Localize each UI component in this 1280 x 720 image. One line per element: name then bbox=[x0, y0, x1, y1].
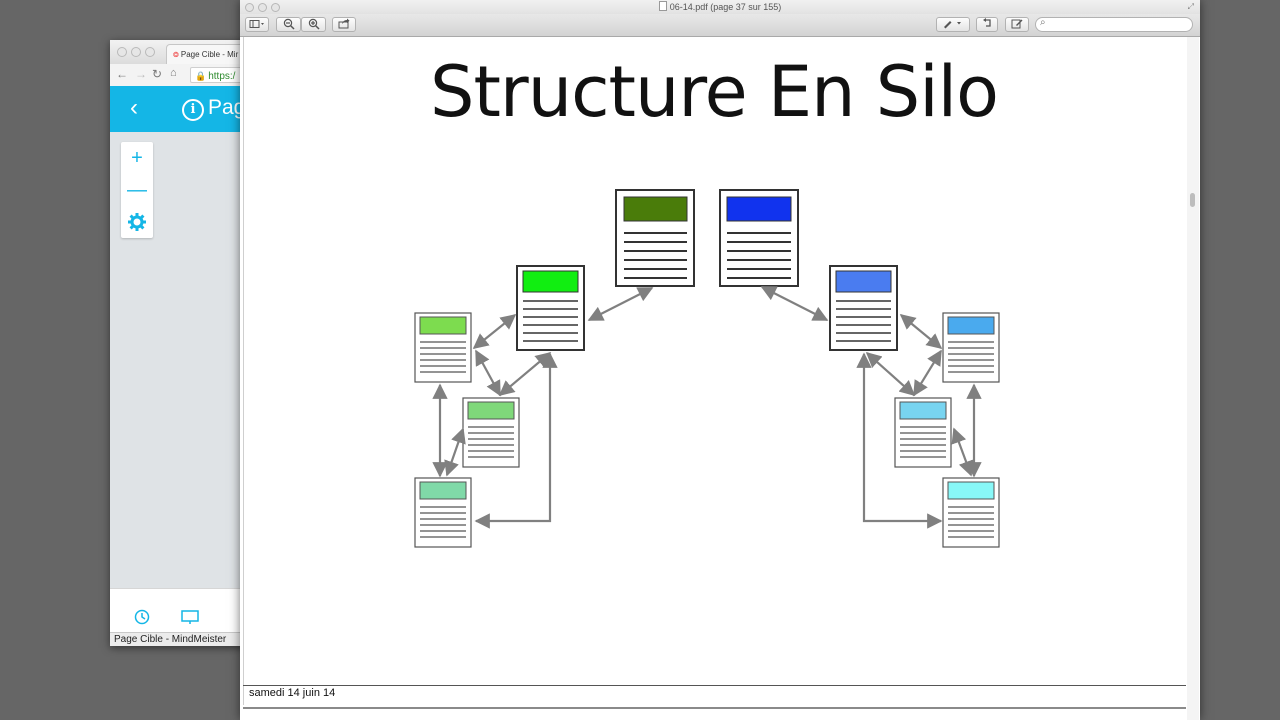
back-arrow-icon[interactable]: ← bbox=[116, 67, 128, 81]
scrollbar-thumb[interactable] bbox=[1190, 193, 1195, 207]
pdf-titlebar: 06-14.pdf (page 37 sur 155) ⤢ bbox=[240, 0, 1200, 14]
zoom-controls: + — bbox=[121, 142, 153, 238]
search-icon: ⌕ bbox=[1040, 17, 1046, 28]
info-icon[interactable]: i bbox=[182, 99, 204, 121]
rotate-icon bbox=[982, 18, 991, 27]
close-window-button[interactable] bbox=[117, 47, 127, 57]
silo-page-blue-2 bbox=[829, 265, 898, 351]
fullscreen-icon[interactable]: ⤢ bbox=[1187, 2, 1194, 11]
zoom-window-button[interactable] bbox=[145, 47, 155, 57]
browser-titlebar: ❂Page Cible - Mir bbox=[110, 40, 250, 64]
status-bar: Page Cible - MindMeister bbox=[110, 632, 250, 646]
browser-window: ❂Page Cible - Mir ← → ↻ ⌂ 🔒https:/ ‹ i P… bbox=[110, 40, 250, 646]
forward-arrow-icon[interactable]: → bbox=[135, 67, 147, 81]
pdf-page: Structure En Silo bbox=[243, 37, 1188, 705]
window-title: 06-14.pdf (page 37 sur 155) bbox=[240, 0, 1200, 14]
gear-icon[interactable] bbox=[121, 206, 153, 238]
app-header: ‹ i Page bbox=[110, 86, 250, 132]
address-bar-text: https:/ bbox=[208, 71, 236, 82]
silo-page-green-top bbox=[615, 189, 695, 287]
bottom-toolbar bbox=[110, 588, 250, 633]
rotate-button[interactable] bbox=[976, 17, 998, 32]
silo-page-blue-top bbox=[719, 189, 799, 287]
next-pdf-page bbox=[243, 707, 1186, 720]
zoom-out-icon bbox=[283, 18, 295, 30]
pen-icon bbox=[944, 21, 961, 29]
browser-tab[interactable]: ❂Page Cible - Mir bbox=[166, 44, 250, 64]
pdf-viewer-window: 06-14.pdf (page 37 sur 155) ⤢ ⌕ Struc bbox=[240, 0, 1200, 720]
minimize-window-button[interactable] bbox=[258, 3, 267, 12]
window-controls bbox=[245, 3, 280, 12]
pdf-toolbar: ⌕ bbox=[240, 14, 1200, 37]
silo-page-blue-3 bbox=[942, 312, 1000, 383]
share-icon bbox=[338, 18, 350, 29]
close-window-button[interactable] bbox=[245, 3, 254, 12]
chevron-left-icon[interactable]: ‹ bbox=[130, 94, 138, 121]
share-button[interactable] bbox=[332, 17, 356, 32]
silo-page-green-5 bbox=[414, 477, 472, 548]
vertical-scrollbar[interactable] bbox=[1187, 37, 1199, 720]
zoom-in-button[interactable]: + bbox=[131, 147, 143, 169]
silo-diagram bbox=[414, 189, 1000, 548]
slide-title: Structure En Silo bbox=[430, 51, 999, 133]
address-bar[interactable]: 🔒https:/ bbox=[190, 67, 250, 83]
lock-icon: 🔒 bbox=[195, 71, 207, 81]
edit-button[interactable] bbox=[1005, 17, 1029, 32]
edit-icon bbox=[1011, 19, 1023, 29]
home-icon[interactable]: ⌂ bbox=[170, 67, 177, 79]
silo-page-blue-5 bbox=[942, 477, 1000, 548]
zoom-in-icon bbox=[308, 18, 320, 30]
document-icon bbox=[658, 1, 667, 11]
silo-page-green-4 bbox=[462, 397, 520, 468]
history-icon[interactable] bbox=[132, 609, 152, 625]
window-title-text: 06-14.pdf (page 37 sur 155) bbox=[669, 2, 782, 12]
slide-footer-divider bbox=[243, 685, 1186, 686]
silo-page-green-3 bbox=[414, 312, 472, 383]
silo-links bbox=[432, 286, 982, 529]
zoom-out-button[interactable]: — bbox=[127, 179, 147, 201]
browser-toolbar: ← → ↻ ⌂ 🔒https:/ bbox=[110, 64, 250, 87]
app-header-title: Page bbox=[208, 96, 250, 119]
window-controls bbox=[117, 47, 155, 57]
sidebar-toggle-button[interactable] bbox=[245, 17, 269, 32]
slide-footer-date: samedi 14 juin 14 bbox=[249, 687, 336, 699]
reload-icon[interactable]: ↻ bbox=[152, 67, 163, 81]
silo-page-blue-4 bbox=[894, 397, 952, 468]
document-area: Structure En Silo bbox=[240, 37, 1200, 720]
zoom-out-button[interactable] bbox=[276, 17, 301, 32]
annotate-menu-button[interactable] bbox=[936, 17, 970, 32]
zoom-window-button[interactable] bbox=[271, 3, 280, 12]
minimize-window-button[interactable] bbox=[131, 47, 141, 57]
search-field[interactable]: ⌕ bbox=[1035, 17, 1193, 32]
presentation-icon[interactable] bbox=[180, 609, 200, 625]
favicon-icon: ❂ bbox=[173, 52, 179, 59]
zoom-in-button[interactable] bbox=[301, 17, 326, 32]
silo-page-green-2 bbox=[516, 265, 585, 351]
browser-tab-title: Page Cible - Mir bbox=[180, 50, 239, 59]
